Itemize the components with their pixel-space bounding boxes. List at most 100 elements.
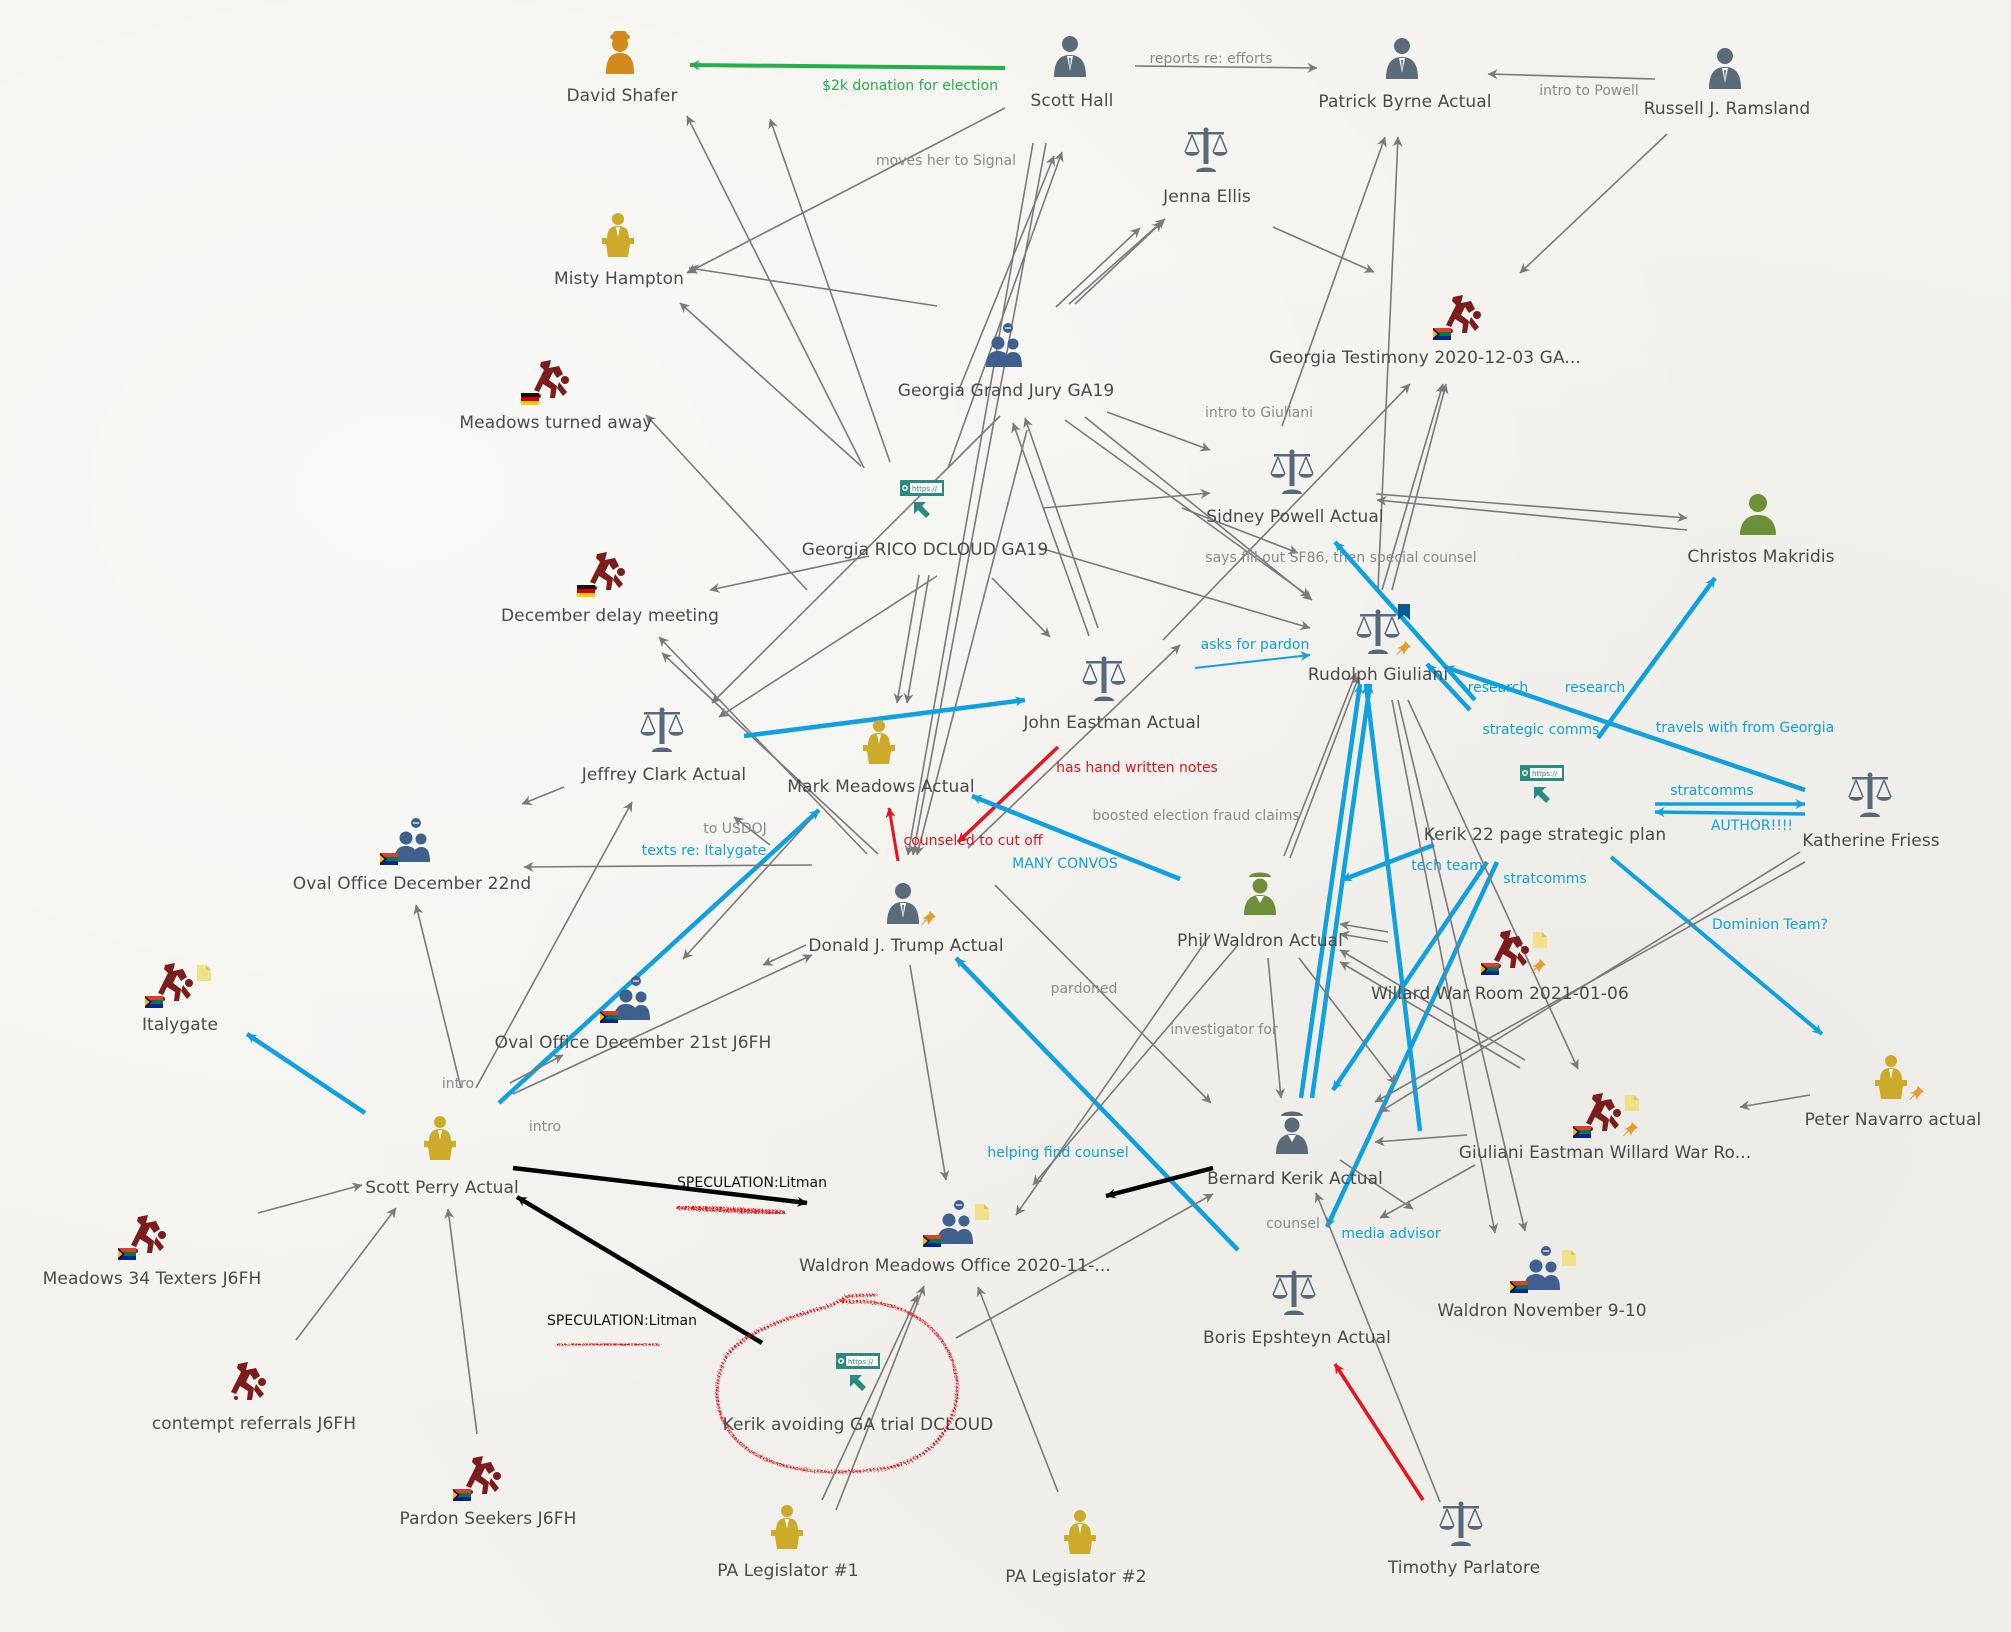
node-gatestimony[interactable] [1433, 291, 1489, 340]
edge-line[interactable] [1011, 422, 1090, 637]
node-label[interactable]: Georgia Testimony 2020-12-03 GA... [1269, 348, 1581, 368]
node-pa2[interactable] [1056, 1508, 1104, 1556]
node-label[interactable]: Jeffrey Clark Actual [581, 765, 747, 785]
edge[interactable]: tech team [1341, 842, 1483, 883]
node-hampton[interactable] [594, 211, 642, 259]
edge-line[interactable] [903, 574, 930, 704]
edge[interactable] [914, 429, 1028, 856]
edge[interactable] [1283, 672, 1358, 857]
edge-line[interactable] [1339, 1159, 1414, 1210]
node-label[interactable]: David Shafer [566, 86, 678, 106]
edge[interactable] [1339, 961, 1521, 1069]
edge[interactable] [909, 142, 1047, 856]
edge-line[interactable] [947, 151, 1064, 469]
node-kerikplan[interactable]: https:// [1518, 761, 1566, 809]
edge[interactable] [1084, 416, 1313, 601]
node-label[interactable]: Patrick Byrne Actual [1318, 92, 1492, 112]
edge-line[interactable] [1397, 699, 1528, 1232]
edge[interactable]: pardoned [994, 884, 1212, 1104]
edge[interactable] [1391, 383, 1449, 591]
node-italygate[interactable] [145, 959, 211, 1008]
edge[interactable] [718, 575, 938, 718]
edge[interactable]: boosted election fraud claims [1092, 808, 1299, 824]
edge-line[interactable] [743, 696, 1026, 739]
edge[interactable] [1519, 133, 1668, 274]
edge[interactable]: has hand written notes [956, 745, 1218, 844]
node-label[interactable]: Oval Office December 22nd [292, 874, 532, 894]
edge[interactable]: research [1565, 576, 1717, 740]
node-turnedaway[interactable] [521, 356, 577, 405]
edge[interactable] [679, 302, 862, 467]
edge[interactable] [475, 801, 633, 1089]
edge[interactable] [1376, 495, 1688, 531]
edge[interactable] [444, 1208, 478, 1435]
edge-line[interactable] [991, 577, 1051, 638]
node-label[interactable]: Sidney Powell Actual [1206, 507, 1384, 527]
node-label[interactable]: Boris Epshteyn Actual [1203, 1328, 1391, 1348]
edge[interactable] [1381, 383, 1446, 591]
node-powell[interactable] [1268, 448, 1316, 496]
edge-line[interactable] [1015, 934, 1211, 1216]
edge-line[interactable] [718, 575, 938, 718]
node-pardonseekers[interactable] [453, 1452, 509, 1501]
edge-line[interactable] [904, 142, 1034, 856]
edge[interactable] [1333, 1363, 1425, 1501]
edge-line[interactable] [1374, 861, 1806, 1103]
edge-line[interactable] [1106, 411, 1211, 452]
edge[interactable]: to USDOJ [703, 816, 771, 846]
edge[interactable]: $2k donation for election [689, 60, 1006, 94]
node-oval22[interactable] [380, 816, 436, 865]
node-label[interactable]: Georgia RICO DCLOUD GA19 [801, 540, 1049, 560]
edge-line[interactable] [515, 1195, 764, 1345]
node-label[interactable]: John Eastman Actual [1023, 713, 1201, 733]
edge[interactable] [821, 1294, 919, 1501]
edge-line[interactable] [444, 1208, 478, 1435]
node-label[interactable]: Katherine Friess [1802, 831, 1940, 851]
node-label[interactable]: Waldron November 9-10 [1437, 1301, 1647, 1321]
edge-line[interactable] [1298, 683, 1364, 1099]
edge[interactable] [295, 1207, 397, 1341]
node-rico[interactable]: https:// [898, 476, 946, 524]
edge-line[interactable] [821, 1294, 919, 1501]
edge[interactable]: helping find counsel [954, 956, 1240, 1252]
edge-line[interactable] [909, 142, 1047, 856]
edge-line[interactable] [1194, 651, 1311, 669]
edge-line[interactable] [1341, 842, 1435, 883]
node-epshteyn[interactable] [1270, 1269, 1318, 1317]
node-hall[interactable] [1046, 31, 1094, 79]
edge[interactable] [976, 1286, 1059, 1493]
edge-line[interactable] [1324, 861, 1500, 1228]
edge-line[interactable] [1267, 957, 1286, 1099]
node-pa1[interactable] [763, 1503, 811, 1551]
edge[interactable] [1339, 1159, 1414, 1210]
node-parlatore[interactable] [1437, 1500, 1485, 1548]
edge[interactable]: travels with from Georgia [1444, 664, 1834, 793]
edge[interactable]: texts re: Italygate [497, 808, 821, 1105]
edge[interactable]: counsel [1266, 1216, 1320, 1232]
edge[interactable] [1267, 957, 1286, 1099]
node-label[interactable]: Kerik 22 page strategic plan [1423, 825, 1667, 845]
node-kerik[interactable] [1268, 1108, 1316, 1156]
edge-line[interactable] [1039, 547, 1311, 631]
node-gewillard[interactable] [1573, 1089, 1639, 1138]
edge[interactable] [903, 574, 930, 704]
edge[interactable] [711, 415, 1001, 704]
edge-line[interactable] [762, 944, 807, 966]
edge-line[interactable] [1596, 576, 1717, 740]
node-label[interactable]: Peter Navarro actual [1804, 1110, 1982, 1130]
edge[interactable]: stratcomms [1655, 783, 1806, 809]
edge-line[interactable] [885, 807, 900, 862]
edge[interactable] [1074, 221, 1163, 305]
edge-line[interactable] [245, 1032, 367, 1115]
edge-line[interactable] [523, 861, 813, 872]
edge-line[interactable] [689, 60, 1006, 71]
edge[interactable]: says fill out SF86, then special counsel [1181, 507, 1477, 566]
edge[interactable] [521, 786, 565, 806]
edge-line[interactable] [1362, 683, 1423, 1132]
edge-line[interactable] [967, 644, 1181, 849]
node-label[interactable]: Mark Meadows Actual [787, 777, 975, 797]
node-label[interactable]: Oval Office December 21st J6FH [494, 1033, 772, 1053]
node-label[interactable]: Meadows turned away [459, 413, 653, 433]
edge[interactable]: intro [413, 904, 474, 1092]
edge[interactable] [955, 1193, 1214, 1339]
